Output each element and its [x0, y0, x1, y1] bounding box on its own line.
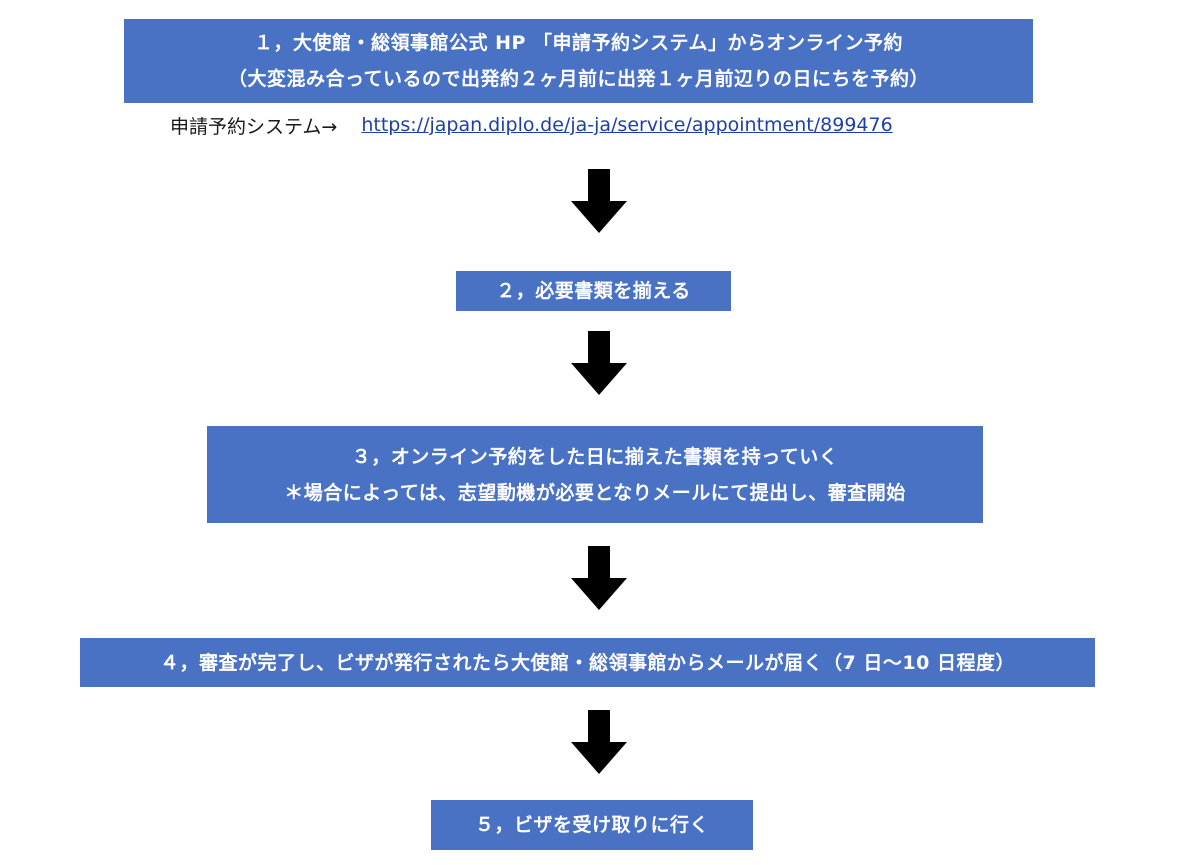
step-1-line-2: （大変混み合っているので出発約２ヶ月前に出発１ヶ月前辺りの日にちを予約）: [227, 68, 930, 90]
step-2-line-1: ２，必要書類を揃える: [496, 280, 691, 302]
step-3-line-1: ３，オンライン予約をした日に揃えた書類を持っていく: [351, 445, 839, 468]
step-4-line-1: ４，審査が完了し、ビザが発行されたら大使館・総領事館からメールが届く（7 日〜1…: [160, 651, 1015, 674]
step-2-box: ２，必要書類を揃える: [456, 271, 731, 311]
step-4-box: ４，審査が完了し、ビザが発行されたら大使館・総領事館からメールが届く（7 日〜1…: [80, 638, 1095, 687]
reservation-link-row: 申請予約システム→ https://japan.diplo.de/ja-ja/s…: [170, 110, 893, 140]
step-3-box: ３，オンライン予約をした日に揃えた書類を持っていく ＊場合によっては、志望動機が…: [207, 426, 983, 523]
step-1-box: １，大使館・総領事館公式 HP 「申請予約システム」からオンライン予約 （大変混…: [124, 19, 1033, 103]
reservation-link-label: 申請予約システム→: [170, 115, 338, 138]
step-5-line-1: ５，ビザを受け取りに行く: [474, 814, 709, 836]
arrow-down-icon: [571, 169, 627, 233]
arrow-down-icon: [571, 710, 627, 774]
arrow-down-icon: [571, 546, 627, 610]
step-3-line-2: ＊場合によっては、志望動機が必要となりメールにて提出し、審査開始: [284, 481, 906, 504]
arrow-down-icon: [571, 331, 627, 395]
reservation-link[interactable]: https://japan.diplo.de/ja-ja/service/app…: [361, 114, 893, 136]
step-1-line-1: １，大使館・総領事館公式 HP 「申請予約システム」からオンライン予約: [254, 32, 903, 54]
step-5-box: ５，ビザを受け取りに行く: [431, 800, 753, 850]
